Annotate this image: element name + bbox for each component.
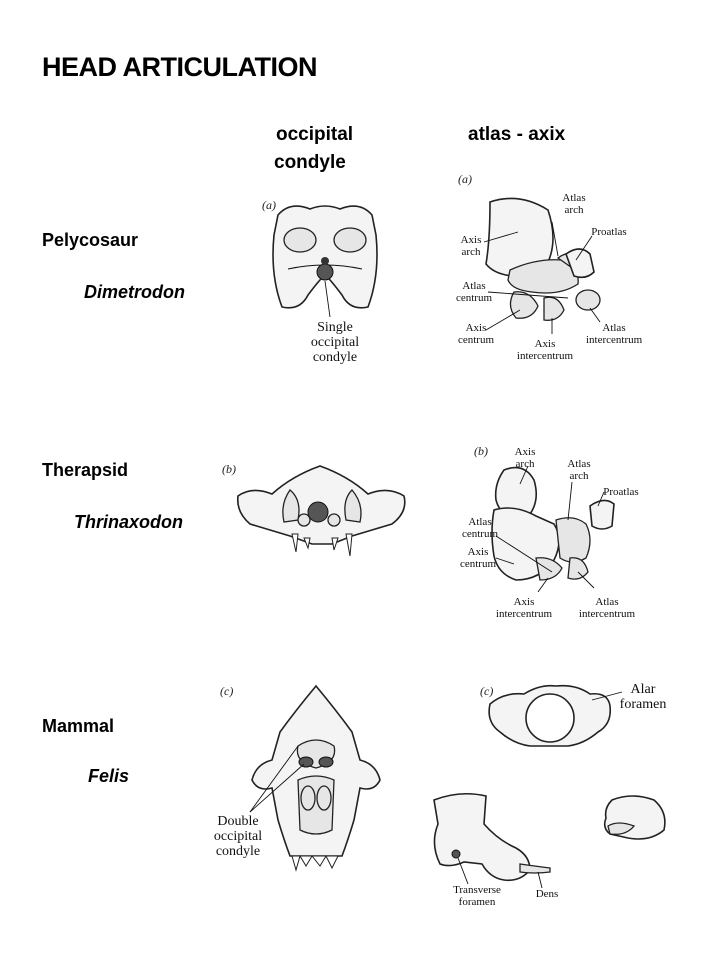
fig-label-c-vertebrae: (c)	[480, 684, 494, 698]
column-heading-atlas-axis: atlas - axix	[468, 124, 566, 145]
column-heading-occipital: occipital	[276, 124, 354, 145]
label-axis-centrum-b: Axis centrum	[459, 546, 497, 570]
group-label-mammal: Mammal	[42, 716, 115, 736]
fig-label-a-vertebrae: (a)	[458, 172, 472, 186]
label-atlas-centrum-a: Atlas centrum	[455, 280, 493, 304]
label-axis-intercentrum-a: Axis intercentrum	[516, 338, 574, 362]
genus-label-dimetrodon: Dimetrodon	[84, 282, 185, 302]
dimetrodon-skull-illustration	[272, 205, 378, 318]
label-atlas-arch-b: Atlas arch	[567, 458, 591, 482]
label-dens: Dens	[535, 888, 559, 900]
felis-atlas-illustration	[488, 684, 623, 747]
label-alar-foramen: Alar foramen	[619, 682, 667, 712]
felis-skull-illustration	[249, 684, 381, 872]
label-axis-arch-a: Axis arch	[460, 234, 482, 258]
fig-label-c-skull: (c)	[220, 684, 234, 698]
page-title: HEAD ARTICULATION	[42, 52, 317, 82]
label-transverse-foramen: Transverse foramen	[453, 884, 501, 908]
label-axis-arch-b: Axis arch	[514, 446, 536, 470]
dimetrodon-atlas-axis-illustration	[483, 197, 601, 334]
label-proatlas-b: Proatlas	[603, 486, 639, 498]
skull-label-single-occipital-condyle: Single occipital condyle	[310, 320, 360, 365]
label-atlas-intercentrum-a: Atlas intercentrum	[586, 322, 643, 346]
fig-label-b-vertebrae: (b)	[474, 444, 488, 458]
skull-label-double-occipital-condyle: Double occipital condyle	[213, 814, 263, 859]
felis-vertebra-side-illustration	[603, 795, 666, 840]
label-proatlas-a: Proatlas	[591, 226, 627, 238]
fig-label-b-skull: (b)	[222, 462, 236, 476]
felis-axis-illustration	[433, 792, 551, 889]
label-axis-centrum-a: Axis centrum	[457, 322, 495, 346]
genus-label-felis: Felis	[88, 766, 130, 786]
fig-label-a-skull: (a)	[262, 198, 276, 212]
column-heading-condyle: condyle	[274, 152, 346, 173]
thrinaxodon-atlas-axis-illustration	[491, 465, 615, 593]
label-atlas-intercentrum-b: Atlas intercentrum	[578, 596, 636, 620]
label-atlas-arch-a: Atlas arch	[562, 192, 586, 216]
label-atlas-centrum-b: Atlas centrum	[461, 516, 499, 540]
group-label-therapsid: Therapsid	[42, 460, 129, 480]
genus-label-thrinaxodon: Thrinaxodon	[74, 512, 183, 532]
label-axis-intercentrum-b: Axis intercentrum	[495, 596, 553, 620]
thrinaxodon-skull-illustration	[236, 465, 406, 557]
group-label-pelycosaur: Pelycosaur	[42, 230, 139, 250]
